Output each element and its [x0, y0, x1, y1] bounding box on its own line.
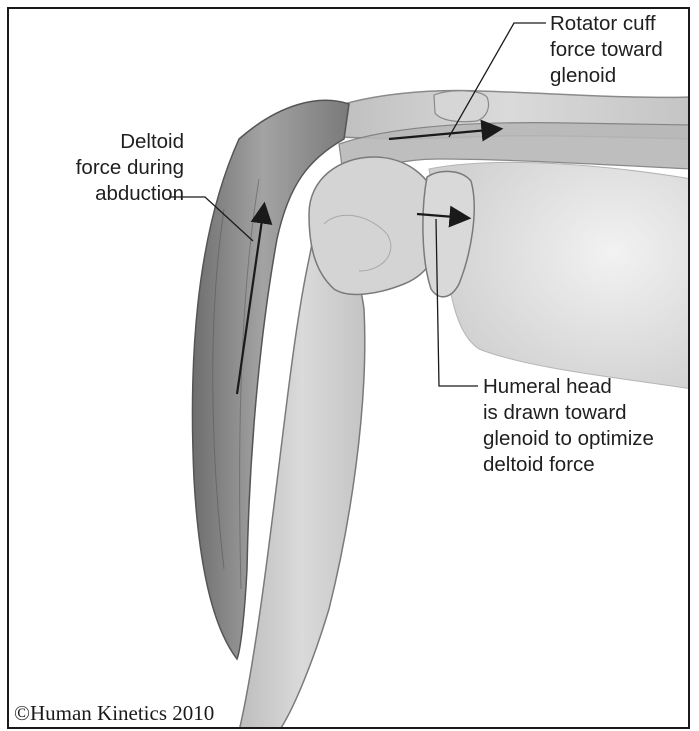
deltoid-label: Deltoid force during abduction: [49, 129, 184, 207]
humeral-head: [309, 157, 442, 294]
rotator-cuff-label: Rotator cuff force toward glenoid: [550, 11, 663, 89]
figure-frame: Rotator cuff force toward glenoid Deltoi…: [7, 7, 690, 729]
acromion-segment: [434, 91, 489, 122]
copyright-notice: ©Human Kinetics 2010: [14, 701, 214, 726]
shoulder-illustration: [9, 9, 690, 729]
humeral-head-label: Humeral head is drawn toward glenoid to …: [483, 374, 654, 478]
